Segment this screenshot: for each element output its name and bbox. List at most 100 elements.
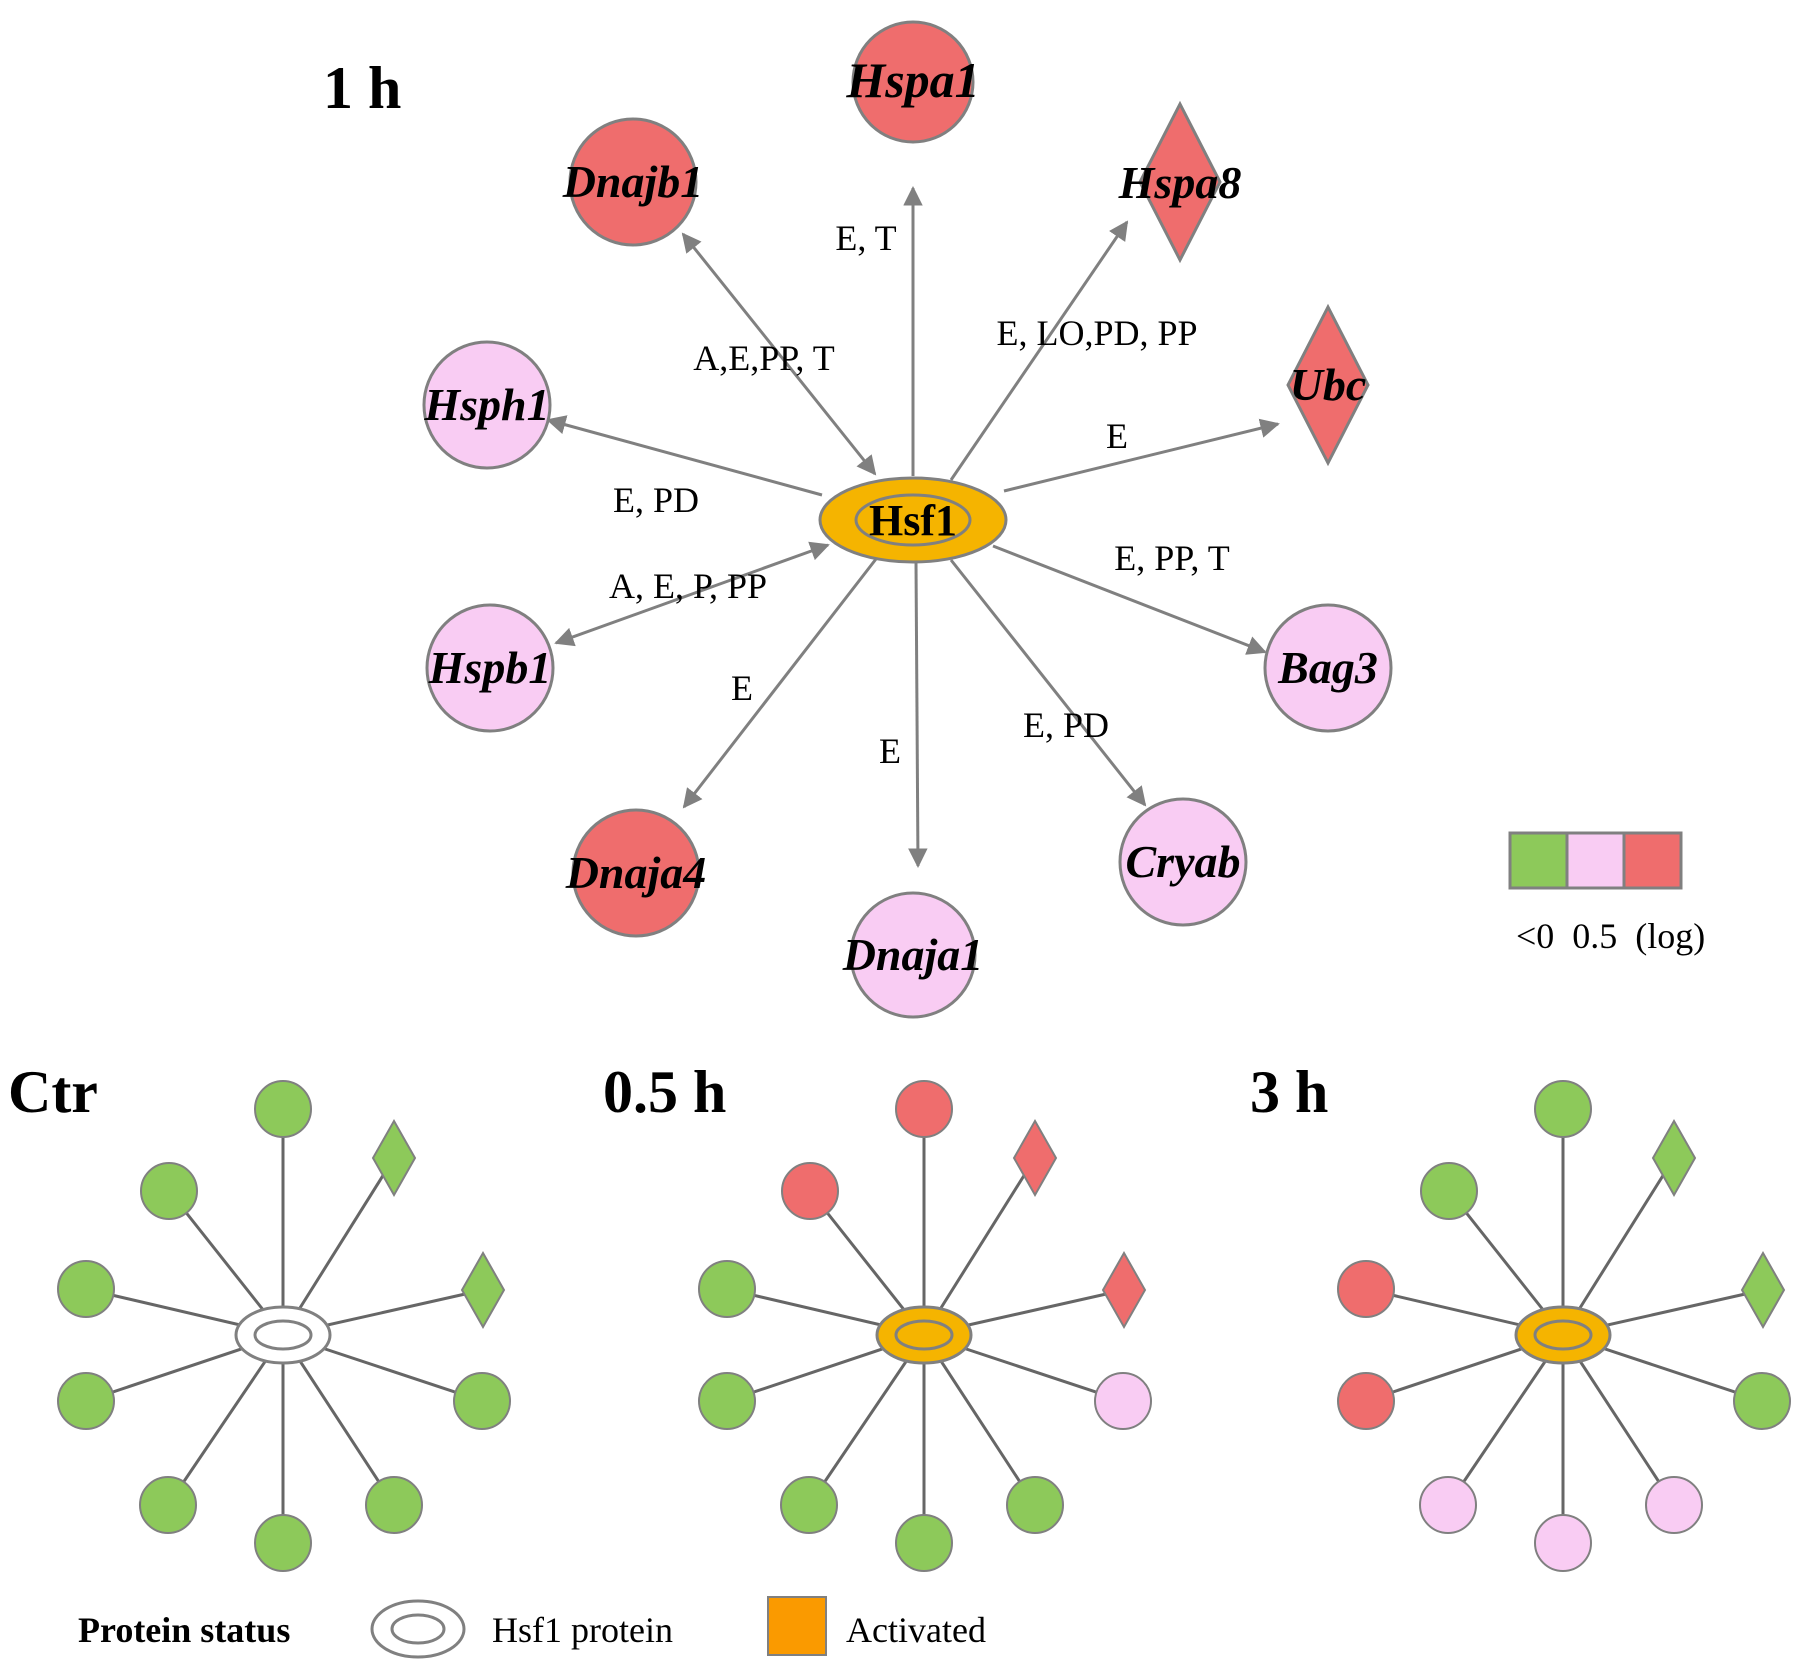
small-edge-dnaja4: [807, 1334, 926, 1506]
edge-hsf1-dnajb1: [681, 232, 877, 476]
small-node-bag3: [453, 1372, 511, 1430]
node-label-dnaja1: Dnaja1: [842, 929, 984, 980]
small-edge-cryab: [922, 1334, 1037, 1506]
small-node-cryab: [1006, 1476, 1064, 1534]
edge-label-dnaja1: E: [879, 731, 901, 771]
small-panel-title: 0.5 h: [603, 1059, 726, 1125]
small-hub-inner: [1533, 1319, 1593, 1351]
small-node-dnaja4: [139, 1476, 197, 1534]
edge-hsf1-cryab: [949, 559, 1147, 807]
node-bag3: [1263, 603, 1393, 733]
small-node-hsph1: [698, 1260, 756, 1318]
edge-label-hspa8: E, LO,PD, PP: [996, 313, 1197, 353]
edge-label-cryab: E, PD: [1023, 705, 1109, 745]
edge-hsf1-dnaja4: [682, 558, 878, 809]
small-node-hspa1: [1534, 1080, 1592, 1138]
node-label-cryab: Cryab: [1126, 836, 1241, 887]
small-node-hsph1: [57, 1260, 115, 1318]
node-label-hspa8: Hspa8: [1118, 157, 1242, 208]
scale-swatch-pink: [1565, 831, 1626, 890]
edge-hsf1-hspb1: [554, 541, 830, 647]
hub-inner-ellipse: [854, 493, 972, 547]
main-nodes: Hspa1Hspa8UbcBag3CryabDnaja1Dnaja4Hspb1H…: [422, 20, 1393, 1019]
protein-status-legend: Protein status Hsf1 protein Activated: [78, 1596, 986, 1659]
node-label-bag3: Bag3: [1277, 642, 1378, 693]
small-hub-outer: [1514, 1305, 1612, 1365]
small-node-ubc: [1740, 1250, 1786, 1330]
small-node-hsph1: [1337, 1260, 1395, 1318]
hsf1-protein-legend-label: Hsf1 protein: [492, 1610, 673, 1650]
color-scale-legend: <0 0.5 (log): [1508, 831, 1705, 956]
activated-legend-label: Activated: [846, 1610, 986, 1650]
node-label-hspa1: Hspa1: [845, 52, 979, 108]
hsf1-protein-legend-icon: [370, 1599, 466, 1659]
small-node-cryab: [1645, 1476, 1703, 1534]
node-hspa1: [851, 20, 975, 144]
edge-label-dnaja4: E: [731, 668, 753, 708]
small-node-dnajb1: [1420, 1162, 1478, 1220]
node-label-dnaja4: Dnaja4: [565, 847, 707, 898]
edge-label-hsph1: E, PD: [613, 480, 699, 520]
small-node-ubc: [460, 1250, 506, 1330]
small-node-dnajb1: [781, 1162, 839, 1220]
small-node-dnaja4: [780, 1476, 838, 1534]
node-cryab: [1118, 797, 1248, 927]
small-panel-0: Ctr: [8, 1059, 511, 1572]
edge-hsf1-dnaja1: [908, 561, 928, 868]
small-panel-1: 0.5 h: [603, 1059, 1152, 1572]
small-node-hspb1: [57, 1372, 115, 1430]
legend-title: Protein status: [78, 1610, 290, 1650]
small-node-hspa8: [1651, 1118, 1697, 1198]
small-panel-title: 3 h: [1250, 1059, 1328, 1125]
panel-title-1h: 1 h: [323, 55, 401, 121]
edge-hsf1-ubc: [1003, 418, 1280, 493]
small-edge-dnaja4: [166, 1334, 285, 1506]
scale-swatch-green: [1508, 831, 1569, 890]
scale-swatches: [1508, 831, 1683, 890]
node-dnajb1: [568, 117, 698, 247]
small-hub-inner: [894, 1319, 954, 1351]
node-label-dnajb1: Dnajb1: [562, 156, 704, 207]
small-panel-title: Ctr: [8, 1059, 98, 1125]
small-node-dnaja1: [895, 1514, 953, 1572]
small-node-bag3: [1094, 1372, 1152, 1430]
small-node-hspa1: [895, 1080, 953, 1138]
hub-label: Hsf1: [869, 496, 957, 545]
hub-node: Hsf1: [818, 476, 1008, 564]
small-node-ubc: [1101, 1250, 1147, 1330]
node-hspb1: [425, 603, 555, 733]
small-node-cryab: [365, 1476, 423, 1534]
small-node-dnaja1: [1534, 1514, 1592, 1572]
small-node-hspb1: [1337, 1372, 1395, 1430]
small-edge-hspa8: [281, 1157, 396, 1336]
edge-hsf1-hspa8: [949, 220, 1129, 481]
main-edges: [546, 186, 1280, 868]
small-node-hspb1: [698, 1372, 756, 1430]
edge-label-hspb1: A, E, P, PP: [609, 566, 767, 606]
edge-label-bag3: E, PP, T: [1114, 538, 1229, 578]
small-edge-hspa8: [922, 1157, 1037, 1336]
small-node-dnaja1: [254, 1514, 312, 1572]
node-hsph1: [422, 340, 552, 470]
small-panels: Ctr 0.5 h 3 h: [8, 1059, 1791, 1572]
small-edge-hspa8: [1561, 1157, 1676, 1336]
scale-label: <0 0.5 (log): [1516, 916, 1705, 956]
small-node-dnajb1: [140, 1162, 198, 1220]
activated-legend-swatch: [767, 1596, 827, 1656]
small-node-hspa8: [371, 1118, 417, 1198]
hsf1-protein-legend-inner: [390, 1613, 446, 1645]
node-ubc: [1286, 303, 1370, 467]
edge-label-dnajb1: A,E,PP, T: [693, 338, 834, 378]
edge-label-ubc: E: [1106, 416, 1128, 456]
small-edge-dnaja4: [1446, 1334, 1565, 1506]
edge-hsf1-bag3: [992, 544, 1267, 655]
small-node-bag3: [1733, 1372, 1791, 1430]
small-edge-cryab: [1561, 1334, 1676, 1506]
hub-outer-ellipse: [818, 476, 1008, 564]
small-hub-inner: [253, 1319, 313, 1351]
small-hub-outer: [234, 1305, 332, 1365]
node-dnaja1: [849, 891, 977, 1019]
node-label-ubc: Ubc: [1290, 359, 1367, 410]
